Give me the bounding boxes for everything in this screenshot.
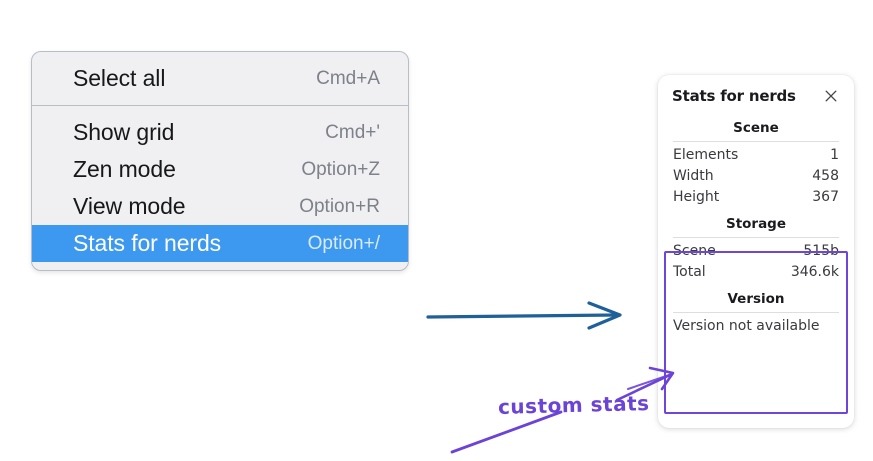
- menu-item-view-mode[interactable]: View mode Option+R: [32, 188, 408, 225]
- stats-divider: [673, 141, 839, 142]
- menu-item-label: View mode: [73, 193, 186, 219]
- menu-item-show-grid[interactable]: Show grid Cmd+': [32, 114, 408, 151]
- menu-item-label: Stats for nerds: [73, 230, 222, 256]
- menu-item-select-all[interactable]: Select all Cmd+A: [32, 60, 408, 97]
- stats-row-storage-total: Total 346.6k: [672, 261, 840, 282]
- menu-item-shortcut: Cmd+A: [316, 67, 380, 89]
- menu-item-shortcut: Option+Z: [301, 158, 380, 180]
- close-icon[interactable]: [822, 87, 840, 105]
- stats-row-value: 1: [830, 146, 839, 163]
- menu-item-shortcut: Option+R: [299, 195, 380, 217]
- menu-item-label: Zen mode: [73, 156, 176, 182]
- stats-row-key: Scene: [673, 242, 716, 259]
- stats-panel-title: Stats for nerds: [672, 87, 796, 105]
- stats-group-title-storage: Storage: [725, 216, 787, 232]
- stats-row-value: 515b: [803, 242, 839, 259]
- stats-divider: [673, 312, 839, 313]
- stats-row-key: Total: [673, 263, 706, 280]
- menu-item-label: Show grid: [73, 119, 175, 145]
- stats-row-key: Width: [673, 167, 714, 184]
- menu-item-zen-mode[interactable]: Zen mode Option+Z: [32, 151, 408, 188]
- stats-group-title-scene: Scene: [733, 120, 779, 136]
- stats-row-key: Height: [673, 188, 720, 205]
- stats-panel-header: Stats for nerds: [672, 87, 840, 111]
- menu-item-shortcut: Option+/: [307, 232, 380, 254]
- stats-row-height: Height 367: [672, 186, 840, 207]
- stats-version-note: Version not available: [673, 318, 820, 334]
- menu-item-stats-for-nerds[interactable]: Stats for nerds Option+/: [32, 225, 408, 262]
- stats-row-width: Width 458: [672, 165, 840, 186]
- custom-stats-annotation-label: custom stats: [497, 391, 650, 419]
- menu-section-1: Select all Cmd+A: [32, 52, 408, 105]
- stats-row-storage-scene: Scene 515b: [672, 240, 840, 261]
- stats-row-key: Elements: [673, 146, 739, 163]
- menu-item-label: Select all: [73, 65, 166, 91]
- stats-divider: [673, 237, 839, 238]
- stats-row-value: 346.6k: [790, 263, 839, 280]
- stats-row-value: 367: [812, 188, 839, 205]
- stats-row-elements: Elements 1: [672, 144, 840, 165]
- stats-for-nerds-panel: Stats for nerds Scene Elements 1 Width 4…: [658, 75, 854, 428]
- stats-group-title-version: Version: [727, 291, 785, 307]
- menu-item-shortcut: Cmd+': [325, 121, 380, 143]
- blue-arrow: [426, 301, 622, 330]
- stats-row-value: 458: [812, 167, 839, 184]
- menu-section-2: Show grid Cmd+' Zen mode Option+Z View m…: [32, 105, 408, 270]
- canvas-context-menu[interactable]: Select all Cmd+A Show grid Cmd+' Zen mod…: [31, 51, 409, 271]
